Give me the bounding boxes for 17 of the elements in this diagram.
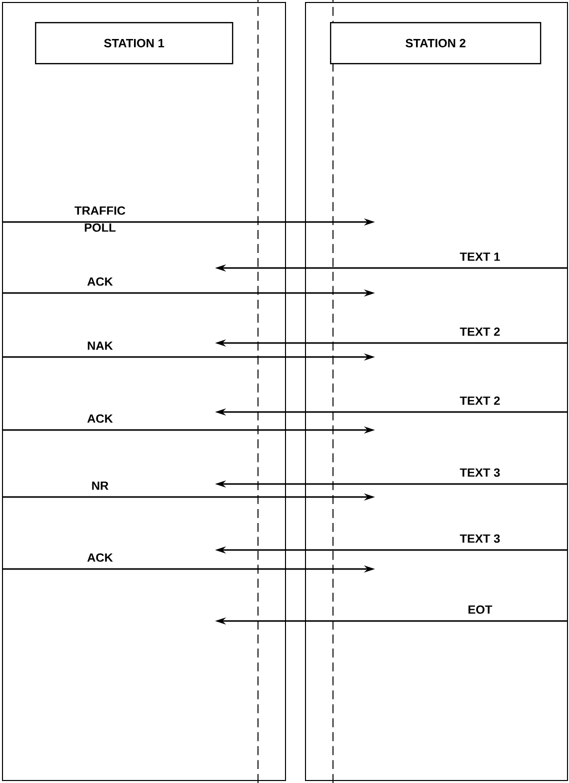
- edge-label: EOT: [468, 605, 492, 614]
- edge-label: ACK: [87, 553, 113, 562]
- edge-label: NAK: [88, 342, 113, 350]
- station-box: STATION 2: [330, 22, 542, 64]
- edge-label: TEXT 2: [460, 327, 500, 336]
- edge-label: TEXT 1: [460, 252, 500, 261]
- edge-label: TEXT 3: [460, 468, 500, 477]
- station-panel: [2, 2, 286, 781]
- edge-label: ACK: [87, 414, 113, 423]
- message-label: POLL: [84, 223, 116, 232]
- station-panel: [305, 2, 568, 781]
- edge-label: TEXT 3: [460, 534, 500, 543]
- edge-label: TRAFFIC: [74, 206, 126, 215]
- edge-label: NR: [92, 482, 108, 490]
- station-box: STATION 1: [35, 22, 234, 64]
- edge-label: ACK: [87, 277, 113, 286]
- edge-label: TEXT 2: [460, 396, 500, 405]
